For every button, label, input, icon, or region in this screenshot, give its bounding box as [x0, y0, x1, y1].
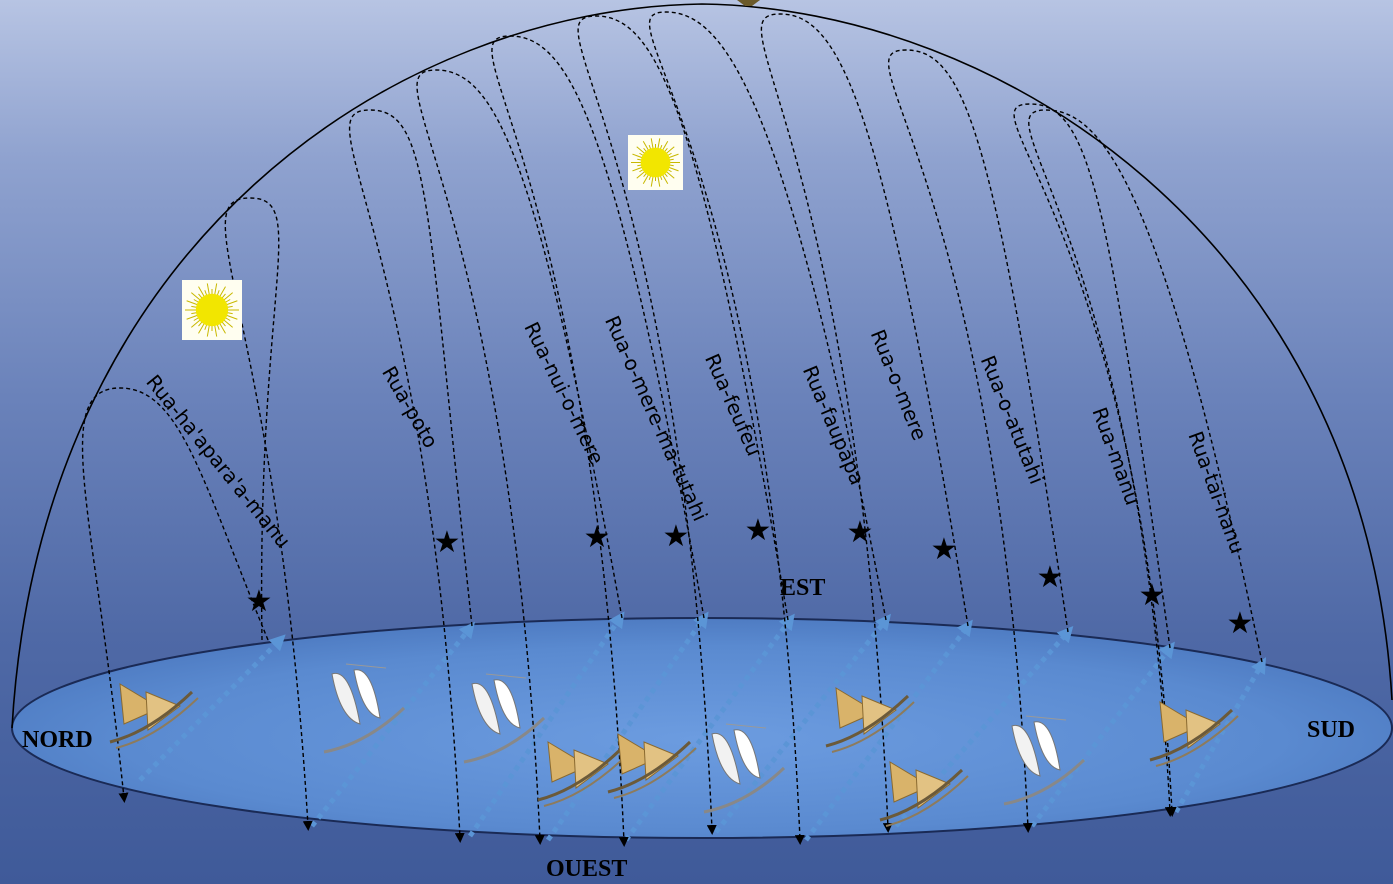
canoe-icon — [463, 673, 546, 764]
canoe-icon — [825, 687, 915, 753]
star-icon: ★ — [1036, 560, 1064, 595]
star-path-loop — [224, 197, 313, 831]
canoe-icon — [109, 683, 199, 749]
star-path-loop — [1028, 109, 1263, 817]
label-west: OUEST — [546, 856, 628, 882]
rising-arrow — [310, 621, 475, 828]
label-north: NORD — [22, 727, 93, 753]
rising-arrow — [138, 634, 286, 782]
canoe-icon — [323, 663, 406, 754]
rising-arrow — [1030, 641, 1175, 828]
canoe-icon — [879, 761, 969, 827]
star-icon: ★ — [1138, 578, 1166, 613]
canoe-icon — [703, 723, 786, 814]
star-paths-group — [81, 11, 1263, 847]
canoes-group — [109, 663, 1239, 827]
canoe-icon — [607, 733, 697, 799]
star-icon: ★ — [245, 584, 273, 619]
label-south: SUD — [1307, 717, 1356, 743]
star-path-loop — [81, 387, 269, 803]
canoe-icon — [537, 741, 627, 807]
sun-icon — [182, 280, 242, 340]
star-icon: ★ — [583, 520, 611, 555]
star-path-loop — [888, 49, 1069, 833]
zenith-marker — [737, 0, 760, 6]
star-icon: ★ — [662, 519, 690, 554]
rising-arrow — [804, 619, 973, 842]
sun-icon — [628, 135, 683, 190]
star-icon: ★ — [846, 515, 874, 550]
star-path-loop — [491, 35, 705, 847]
star-path-loop — [577, 15, 789, 835]
canoe-icon — [1003, 715, 1086, 806]
sky-dome — [11, 3, 1393, 729]
star-path-loop — [648, 11, 887, 845]
star-icon: ★ — [930, 532, 958, 567]
rising-arrow — [1173, 657, 1267, 814]
star-path-loop — [760, 13, 969, 833]
star-path-loop — [1013, 103, 1177, 817]
rising-arrow — [467, 611, 625, 838]
label-east: EST — [780, 575, 826, 601]
star-path-loop — [416, 69, 623, 845]
star-icon: ★ — [1226, 606, 1254, 641]
star-icon: ★ — [433, 525, 461, 560]
star-path-loop — [348, 109, 473, 843]
canoe-icon — [1149, 701, 1239, 767]
star-icon: ★ — [744, 513, 772, 548]
